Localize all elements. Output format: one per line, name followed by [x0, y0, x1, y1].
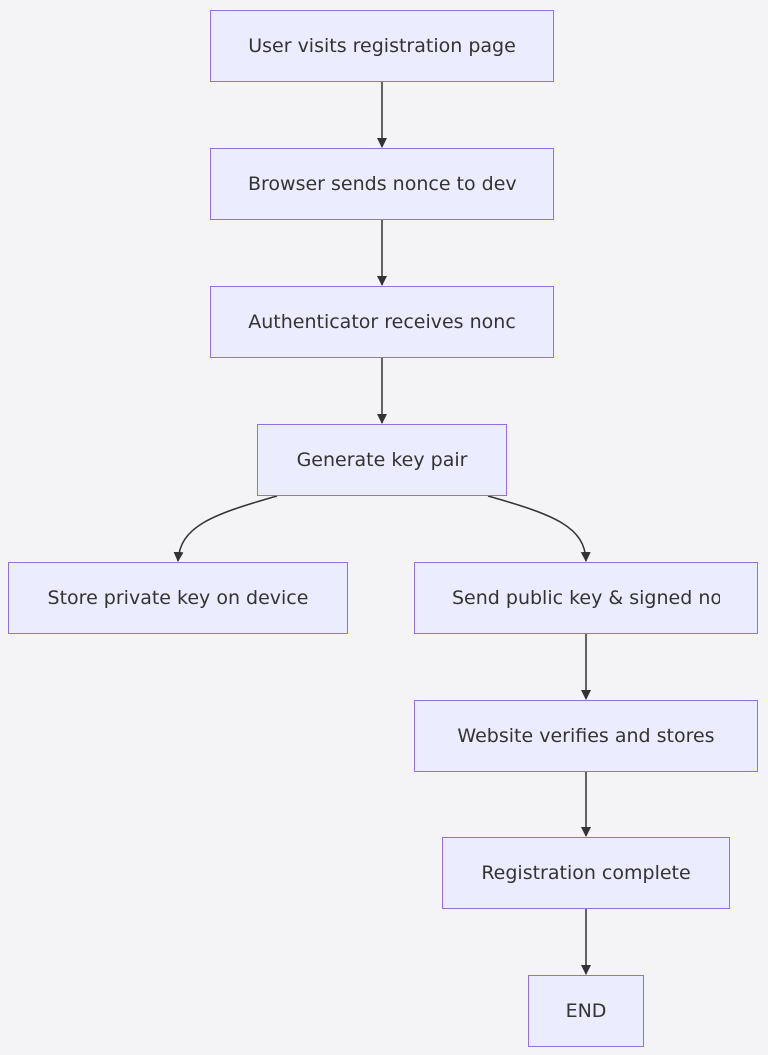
node-send-public-key: Send public key & signed no [414, 562, 758, 634]
node-label: Send public key & signed no [452, 587, 720, 609]
node-label: Generate key pair [296, 449, 468, 471]
node-browser-sends-nonce: Browser sends nonce to dev [210, 148, 554, 220]
node-website-verifies: Website verifies and stores [414, 700, 758, 772]
node-label: Registration complete [481, 862, 691, 884]
edge-generate-to-send-public [487, 495, 591, 562]
node-label: END [565, 1000, 607, 1022]
node-user-visits-registration-page: User visits registration page [210, 10, 554, 82]
node-label: Website verifies and stores [457, 725, 715, 747]
node-authenticator-receives-nonce: Authenticator receives nonc [210, 286, 554, 358]
edge-generate-to-store-private [173, 495, 278, 562]
node-registration-complete: Registration complete [442, 837, 730, 909]
node-label: User visits registration page [248, 35, 516, 57]
node-generate-key-pair: Generate key pair [257, 424, 507, 496]
node-label: Authenticator receives nonc [248, 311, 516, 333]
node-end: END [528, 975, 644, 1047]
node-label: Browser sends nonce to dev [248, 173, 516, 195]
node-store-private-key: Store private key on device [8, 562, 348, 634]
node-label: Store private key on device [47, 587, 309, 609]
